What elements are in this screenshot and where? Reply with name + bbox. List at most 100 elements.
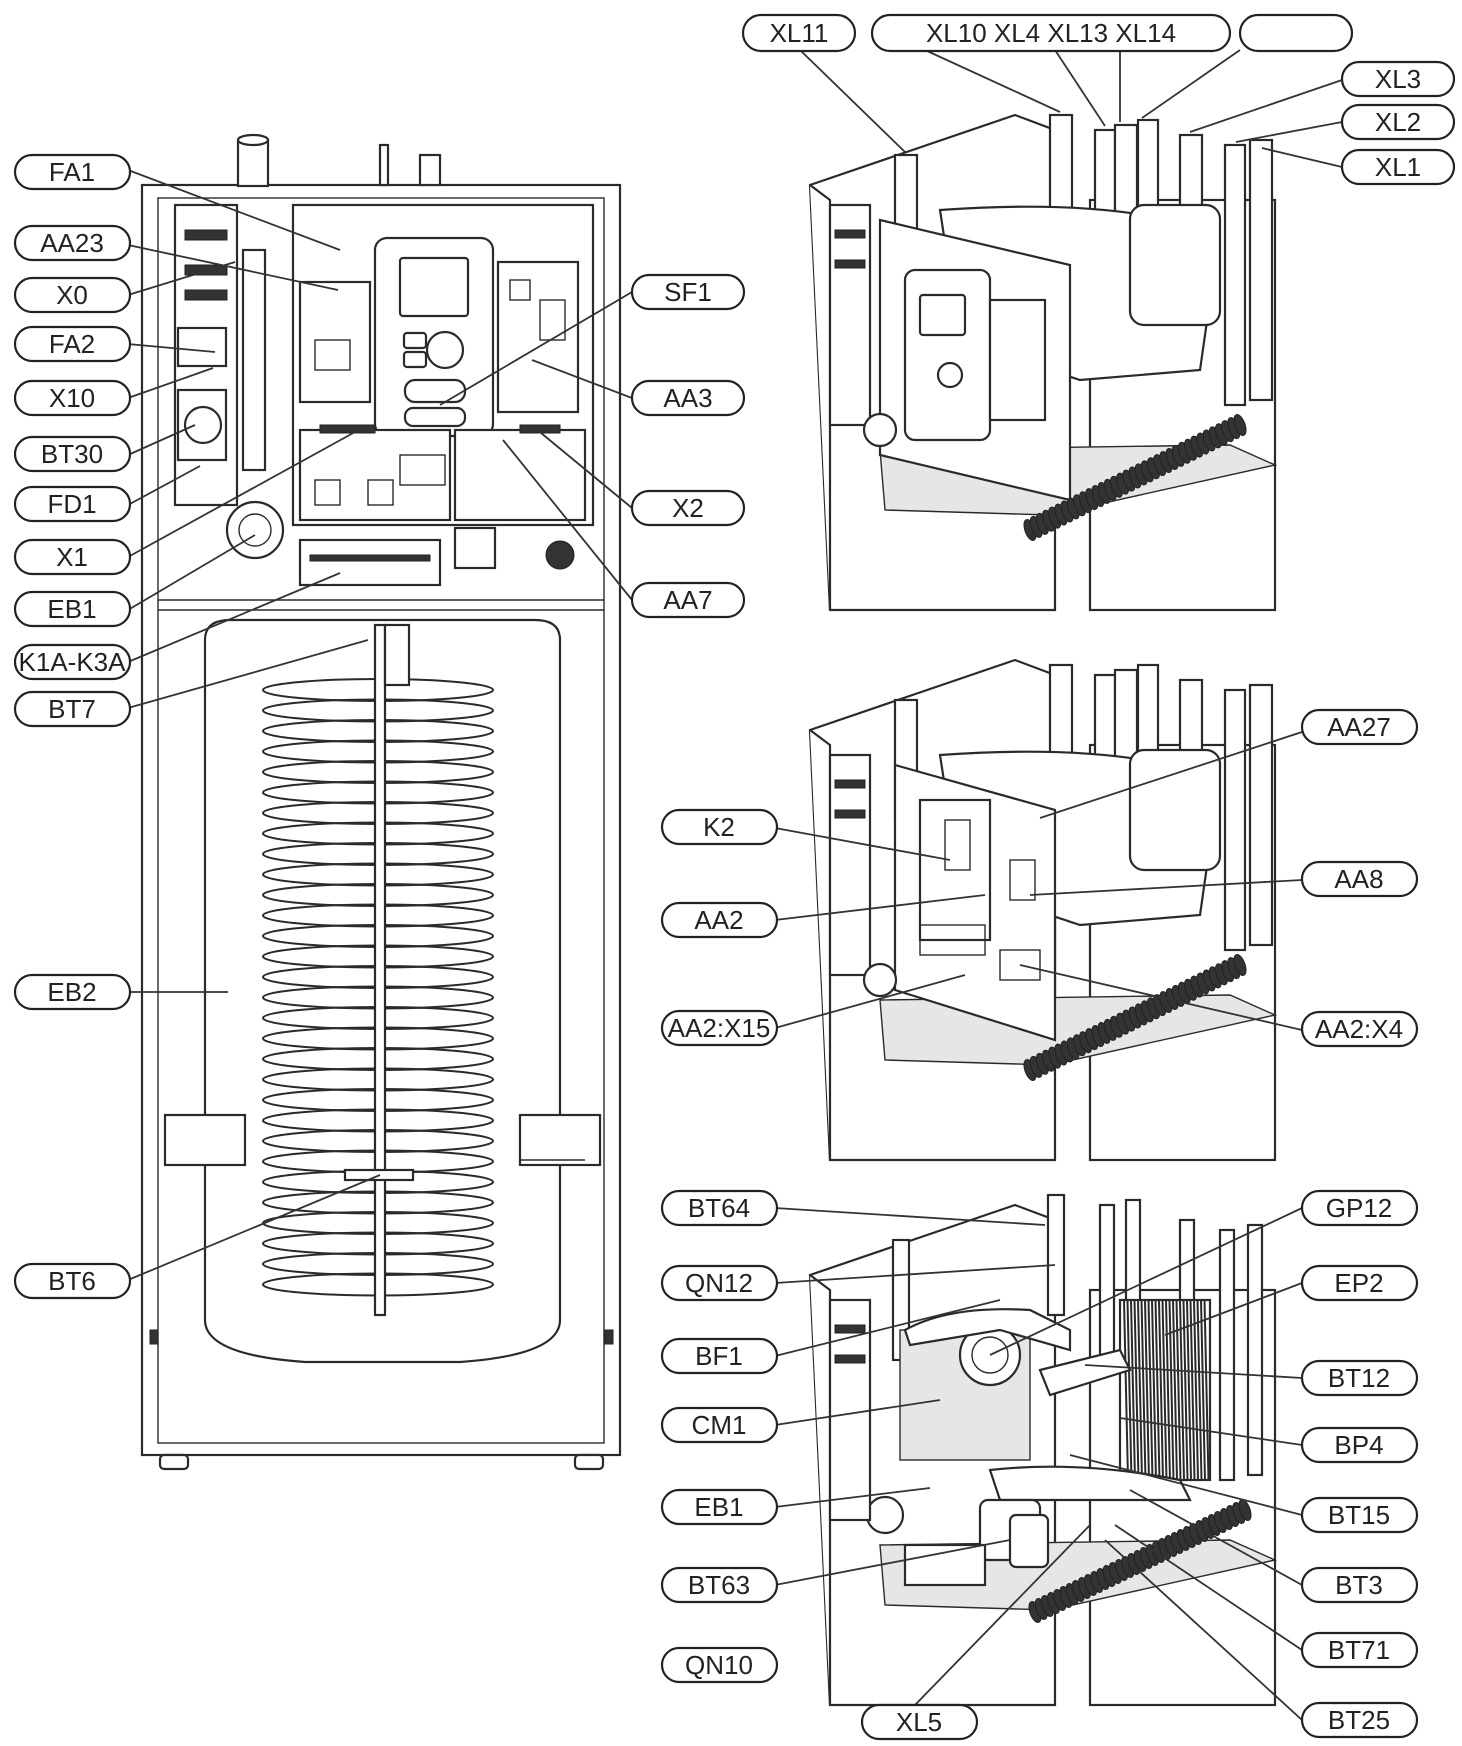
label-fa1-text: FA1 xyxy=(49,157,95,187)
label-bp4-text: BP4 xyxy=(1334,1430,1383,1460)
exchanger-plate xyxy=(1123,1299,1129,1481)
exchanger-plate xyxy=(1186,1299,1192,1481)
flex-hose-middle xyxy=(1023,954,1247,1081)
label-aa2: AA2 xyxy=(660,901,779,939)
plate-heat-exchanger xyxy=(1118,1298,1212,1482)
label-x2-text: X2 xyxy=(672,493,704,523)
label-bf1-text: BF1 xyxy=(695,1341,743,1371)
label-aa7-text: AA7 xyxy=(663,585,712,615)
label-k2-text: K2 xyxy=(703,812,735,842)
label-aa7: AA7 xyxy=(630,581,746,619)
label-x2: X2 xyxy=(630,489,746,527)
label-xl1: XL1 xyxy=(1340,148,1456,186)
label-xl2-text: XL2 xyxy=(1375,107,1421,137)
label-bt30-text: BT30 xyxy=(41,439,103,469)
label-aa8-text: AA8 xyxy=(1334,864,1383,894)
label-gp12: GP12 xyxy=(1300,1189,1419,1227)
label-eb1-right-text: EB1 xyxy=(694,1492,743,1522)
label-eb1-left-text: EB1 xyxy=(47,594,96,624)
label-bt71-text: BT71 xyxy=(1328,1635,1390,1665)
exchanger-plate xyxy=(1161,1299,1168,1481)
label-bt3: BT3 xyxy=(1300,1566,1419,1604)
label-bt7-text: BT7 xyxy=(48,694,96,724)
label-bt64-text: BT64 xyxy=(688,1193,750,1223)
label-eb1-right: EB1 xyxy=(660,1488,779,1526)
label-xl10-text: XL10 XL4 XL13 XL14 xyxy=(926,18,1176,48)
label-xl3-text: XL3 xyxy=(1375,64,1421,94)
label-x1-text: X1 xyxy=(56,542,88,572)
control-display xyxy=(398,256,470,318)
exchanger-plate xyxy=(1203,1299,1210,1481)
hose-rib xyxy=(1233,954,1247,976)
exchanger-plate xyxy=(1133,1299,1140,1481)
exchanger-plate xyxy=(1130,1299,1136,1481)
exchanger-plate xyxy=(1189,1299,1196,1481)
module-view-bottom xyxy=(808,1193,1278,1707)
label-qn10: QN10 xyxy=(660,1646,779,1684)
label-bt6: BT6 xyxy=(13,1262,132,1300)
label-aa2-x4: AA2:X4 xyxy=(1300,1010,1419,1048)
label-xl1-text: XL1 xyxy=(1375,152,1421,182)
label-fa2: FA2 xyxy=(13,325,132,363)
immersion-heater xyxy=(225,500,285,560)
label-xl5: XL5 xyxy=(860,1703,979,1741)
label-bt7: BT7 xyxy=(13,690,132,728)
exchanger-plate xyxy=(1126,1299,1133,1481)
exchanger-plate xyxy=(1196,1299,1203,1481)
label-bt3-text: BT3 xyxy=(1335,1570,1383,1600)
label-cm1-text: CM1 xyxy=(692,1410,747,1440)
exchanger-plate xyxy=(1168,1299,1175,1481)
module-view-middle xyxy=(808,658,1278,1162)
label-bt63: BT63 xyxy=(660,1566,779,1604)
label-xl2: XL2 xyxy=(1340,103,1456,141)
label-xl3: XL3 xyxy=(1340,60,1456,98)
exchanger-plate xyxy=(1147,1299,1154,1481)
main-unit-front-view xyxy=(140,133,622,1471)
label-x0: X0 xyxy=(13,276,132,314)
exchanger-plate xyxy=(1151,1299,1157,1481)
label-x0-text: X0 xyxy=(56,280,88,310)
label-bt12-text: BT12 xyxy=(1328,1363,1390,1393)
exchanger-plate xyxy=(1172,1299,1178,1481)
exchanger-plate xyxy=(1154,1299,1161,1481)
label-set: FA1 AA23 X0 FA2 X10 BT30 FD1 X1 EB1 K1A-… xyxy=(13,13,1456,1741)
label-bt30: BT30 xyxy=(13,435,132,473)
label-sf1-text: SF1 xyxy=(664,277,712,307)
label-bf1: BF1 xyxy=(660,1337,779,1375)
exchanger-plate xyxy=(1165,1299,1171,1481)
label-x1: X1 xyxy=(13,538,132,576)
label-x10-text: X10 xyxy=(49,383,95,413)
exchanger-plate xyxy=(1137,1299,1143,1481)
label-aa2-x4-text: AA2:X4 xyxy=(1315,1014,1403,1044)
label-blank xyxy=(1238,13,1354,53)
label-gp12-text: GP12 xyxy=(1326,1193,1393,1223)
label-aa23: AA23 xyxy=(13,224,132,262)
label-k2: K2 xyxy=(660,808,779,846)
label-bt6-text: BT6 xyxy=(48,1266,96,1296)
label-fa1: FA1 xyxy=(13,153,132,191)
label-xl11: XL11 xyxy=(741,13,857,53)
label-k1a-k3a-text: K1A-K3A xyxy=(19,647,127,677)
label-fd1-text: FD1 xyxy=(47,489,96,519)
label-qn12-text: QN12 xyxy=(685,1268,753,1298)
label-aa2-x15-text: AA2:X15 xyxy=(668,1013,771,1043)
label-bt15-text: BT15 xyxy=(1328,1500,1390,1530)
label-bt71: BT71 xyxy=(1300,1631,1419,1669)
label-bt64: BT64 xyxy=(660,1189,779,1227)
label-k1a-k3a: K1A-K3A xyxy=(13,643,132,681)
label-ep2: EP2 xyxy=(1300,1264,1419,1302)
label-xl5-text: XL5 xyxy=(896,1707,942,1737)
label-qn12: QN12 xyxy=(660,1264,779,1302)
label-cm1: CM1 xyxy=(660,1406,779,1444)
exchanger-plate xyxy=(1193,1299,1199,1481)
label-x10: X10 xyxy=(13,379,132,417)
module-view-top xyxy=(808,113,1278,612)
label-eb2: EB2 xyxy=(13,973,132,1011)
label-bt12: BT12 xyxy=(1300,1359,1419,1397)
label-aa2-text: AA2 xyxy=(694,905,743,935)
control-knob xyxy=(425,330,465,370)
exchanger-plate xyxy=(1144,1299,1150,1481)
exchanger-plate xyxy=(1158,1299,1164,1481)
